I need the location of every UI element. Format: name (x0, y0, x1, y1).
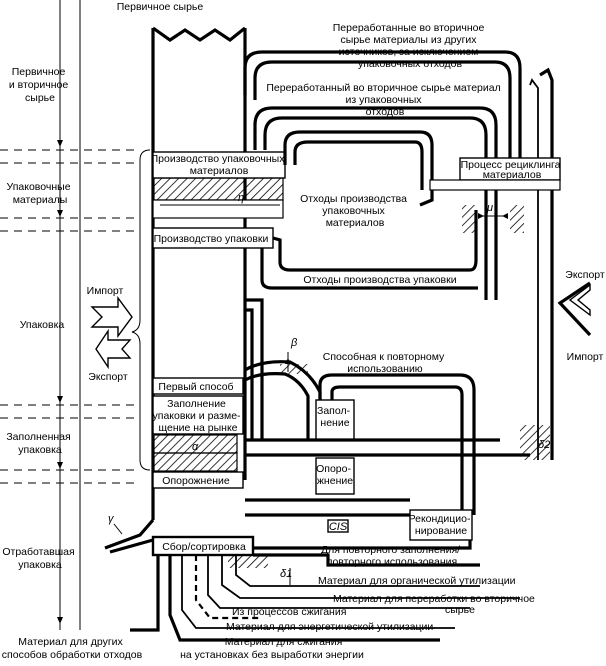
export-left-label: Экспорт (88, 371, 128, 383)
flow-incineration-from: Из процессов сжигания (232, 606, 346, 618)
stage-packaging: Упаковка (20, 319, 65, 331)
import-left-label: Импорт (87, 285, 124, 297)
alpha-symbol: α (192, 441, 199, 453)
stage-primary-secondary-l2: и вторичное (9, 79, 68, 91)
box-first-way (152, 377, 244, 395)
waste-packaging-loop (260, 210, 478, 290)
waste-materials-label: Отходы производства упаковочных материал… (300, 193, 410, 229)
stage-primary-secondary: Первичное и вторичное сырье (9, 66, 71, 104)
recycled-other-label: Переработанные во вторичное сырье матери… (333, 22, 487, 70)
flow-incineration: Материал для сжигания на установках без … (180, 636, 364, 661)
import-left-arrow-icon (90, 295, 133, 339)
recycled-other-loop (243, 50, 522, 180)
box-collection (151, 535, 255, 557)
flow-energy: Материал для энергетической утилизации (226, 621, 433, 633)
stage-other-methods: Материал для других способов обработки о… (2, 636, 143, 661)
stage-used-packaging: Отработавшая упаковка (2, 546, 77, 571)
box-production-packaging-label: Производство упаковки (154, 233, 269, 245)
box-recycling-process-label: Процесс рециклинга материалов (461, 159, 564, 181)
flow-recycling: Материал для переработки во вторичное сы… (333, 593, 538, 616)
delta1-symbol: δ1 (280, 568, 292, 580)
box-cis-label: CIS (329, 521, 348, 533)
waste-materials-loop (283, 130, 434, 207)
box-empty2 (315, 457, 355, 495)
gamma-symbol: γ (108, 513, 115, 525)
box-production-materials (152, 151, 286, 179)
box-filling-label: Заполнение упаковки и разме- щение на ры… (153, 398, 244, 434)
eta-hatch (152, 177, 284, 201)
recycled-packaging-label: Переработанный во вторичное сырье матери… (266, 82, 503, 118)
beta-symbol: β (290, 337, 298, 349)
reuse-loop (318, 373, 476, 515)
box-emptying-label: Опорожнение (162, 475, 230, 487)
mu-hatch (462, 205, 476, 233)
recycled-packaging-loop (253, 106, 498, 300)
flow-organic: Материал для органической утилизации (318, 575, 516, 587)
box-empty2-label: Опоро- жнение (316, 463, 354, 487)
delta2-symbol: δ2 (538, 439, 550, 451)
box-recondition (409, 509, 473, 541)
export-left-arrow-icon (95, 328, 132, 370)
box-filling (152, 395, 244, 435)
box-first-way-label: Первый способ (158, 381, 233, 393)
box-recondition-label: Рекондицио- нирование (409, 513, 474, 537)
box-cis (327, 519, 349, 533)
eta-symbol: η (238, 192, 244, 204)
box-refill-label: Запол- нение (317, 405, 353, 429)
box-production-materials-label: Производство упаковочных материалов (151, 153, 288, 177)
primary-raw-label: Первичное сырье (117, 1, 204, 13)
reusable-label: Способная к повторному использованию (323, 351, 447, 375)
beta-curve (244, 360, 322, 440)
stage-primary-secondary-l3: сырье (25, 92, 55, 104)
mu-symbol: μ (486, 202, 493, 214)
box-collection-label: Сбор/сортировка (162, 541, 246, 553)
stage-column (0, 0, 151, 630)
delta1-hatch (228, 556, 268, 568)
stage-filled-packaging: Заполненная упаковка (6, 431, 73, 456)
stage-packaging-materials: Упаковочные материалы (7, 181, 74, 206)
import-right-label: Импорт (567, 351, 604, 363)
waste-packaging-label: Отходы производства упаковки (303, 274, 456, 286)
beta-hatch (280, 364, 308, 374)
box-emptying (152, 471, 244, 489)
export-right-label: Экспорт (565, 269, 605, 281)
export-right-arrow-icon (568, 283, 591, 317)
stage-primary-secondary-l1: Первичное (12, 66, 66, 78)
